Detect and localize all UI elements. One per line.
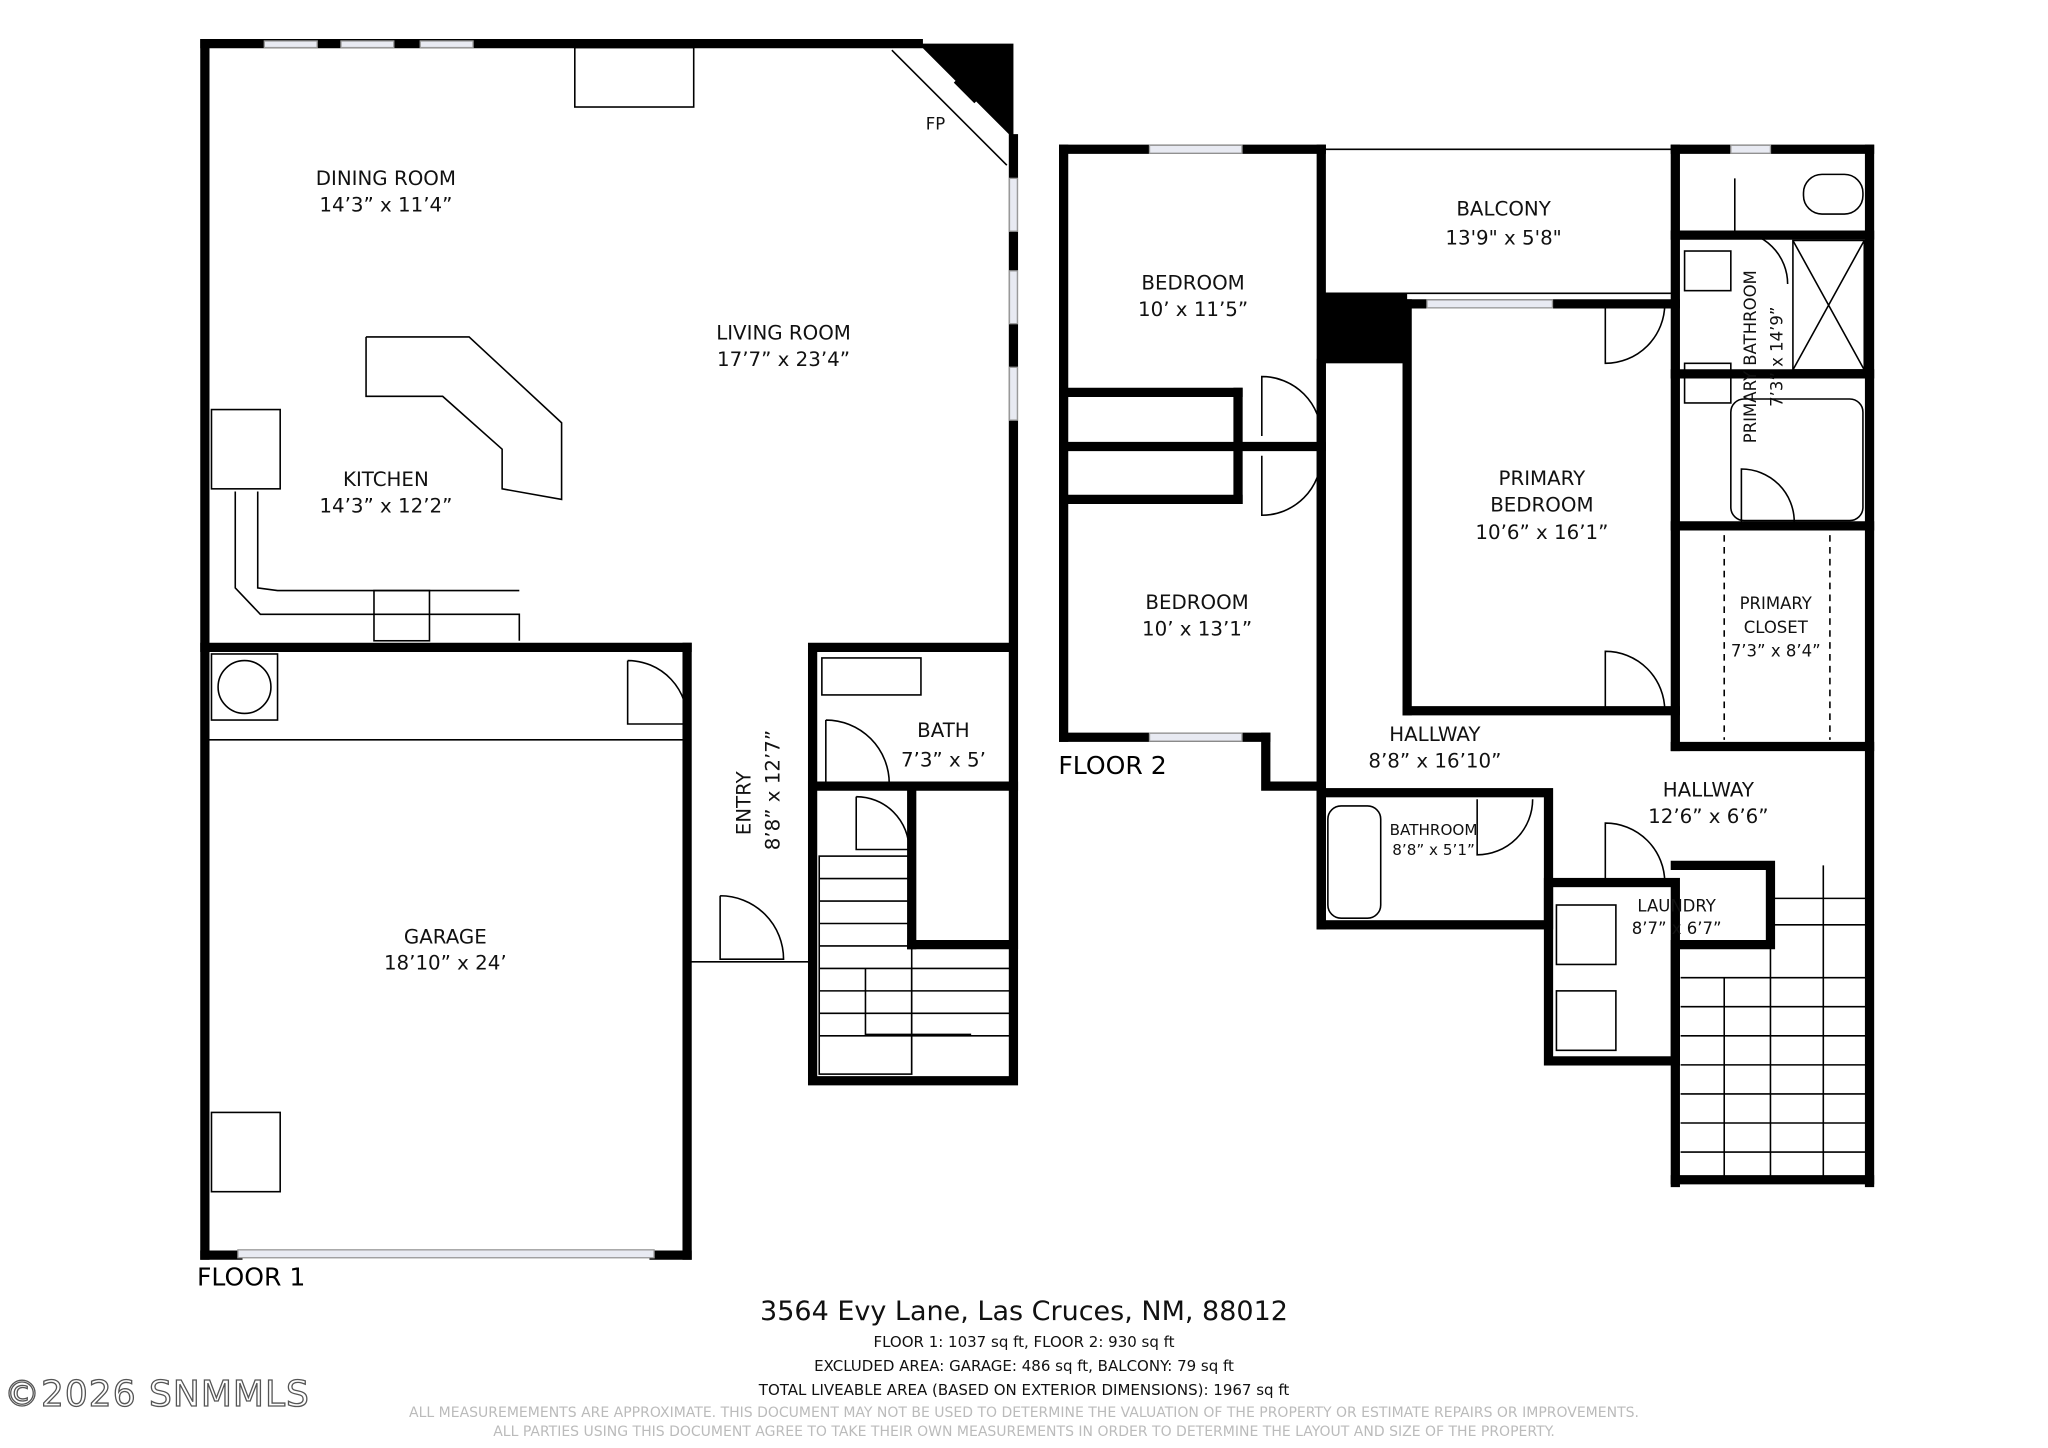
garage-dims: 18’10” x 24’ — [384, 952, 507, 975]
primary-bedroom-name-1: PRIMARY — [1499, 467, 1587, 490]
entry-name: ENTRY — [733, 770, 756, 835]
primary-closet-dims: 7’3” x 8’4” — [1731, 642, 1821, 661]
living-room-dims: 17’7” x 23’4” — [717, 348, 850, 371]
floor2-label: FLOOR 2 — [1058, 751, 1166, 780]
living-room-name: LIVING ROOM — [716, 322, 851, 345]
bedroom1-dims: 10’ x 11’5” — [1138, 298, 1248, 321]
fireplace-label: FP — [926, 114, 945, 133]
hallway1-name: HALLWAY — [1389, 723, 1481, 746]
bedroom2-name: BEDROOM — [1145, 591, 1248, 614]
bath-name: BATH — [917, 719, 970, 742]
floor1-label: FLOOR 1 — [197, 1262, 305, 1291]
laundry-name: LAUNDRY — [1637, 897, 1716, 916]
floor1-walls — [200, 38, 1019, 1260]
primary-closet-name-2: CLOSET — [1744, 618, 1809, 637]
floor-areas: FLOOR 1: 1037 sq ft, FLOOR 2: 930 sq ft — [873, 1333, 1175, 1351]
entry-dims: 8’8” x 12’7” — [762, 730, 785, 850]
kitchen-dims: 14’3” x 12’2” — [319, 495, 452, 518]
hallway1-dims: 8’8” x 16’10” — [1368, 750, 1501, 773]
bath-dims: 7’3” x 5’ — [901, 748, 986, 771]
dining-room-name: DINING ROOM — [316, 167, 456, 190]
bathroom-name: BATHROOM — [1390, 821, 1478, 839]
disclaimer-line-2: ALL PARTIES USING THIS DOCUMENT AGREE TO… — [493, 1424, 1555, 1440]
hallway2-name: HALLWAY — [1663, 779, 1755, 802]
bedroom1-name: BEDROOM — [1141, 271, 1244, 294]
excluded-area: EXCLUDED AREA: GARAGE: 486 sq ft, BALCON… — [814, 1357, 1234, 1375]
primary-bathroom-dims: 7’3” x 14’9” — [1767, 307, 1786, 407]
watermark: ©2026 SNMMLS — [3, 1373, 310, 1415]
stairs-floor1 — [818, 855, 1014, 1075]
primary-bedroom-dims: 10’6” x 16’1” — [1475, 521, 1608, 544]
property-address: 3564 Evy Lane, Las Cruces, NM, 88012 — [760, 1296, 1288, 1327]
garage-name: GARAGE — [404, 925, 487, 948]
primary-bedroom-name-2: BEDROOM — [1490, 493, 1593, 516]
primary-bathroom-name: PRIMARY BATHROOM — [1741, 270, 1760, 443]
disclaimer-line-1: ALL MEASUREMEMENTS ARE APPROXIMATE. THIS… — [409, 1405, 1639, 1421]
bedroom2-dims: 10’ x 13’1” — [1142, 617, 1252, 640]
laundry-dims: 8’7” x 6’7” — [1632, 919, 1722, 938]
primary-closet-name-1: PRIMARY — [1740, 594, 1813, 613]
balcony-dims: 13'9" x 5'8" — [1445, 226, 1561, 249]
floor2-labels: BEDROOM 10’ x 11’5” BEDROOM 10’ x 13’1” … — [1058, 197, 1820, 938]
balcony-name: BALCONY — [1456, 197, 1551, 220]
total-liveable-area: TOTAL LIVEABLE AREA (BASED ON EXTERIOR D… — [758, 1381, 1290, 1399]
dining-room-dims: 14’3” x 11’4” — [319, 193, 452, 216]
floor1-labels: DINING ROOM 14’3” x 11’4” LIVING ROOM 17… — [197, 114, 986, 1291]
hallway2-dims: 12’6” x 6’6” — [1648, 805, 1768, 828]
kitchen-name: KITCHEN — [343, 468, 429, 491]
bathroom-dims: 8’8” x 5’1” — [1392, 841, 1475, 859]
stairs-floor2 — [1680, 865, 1866, 1176]
floor2-walls — [1059, 144, 1875, 1188]
